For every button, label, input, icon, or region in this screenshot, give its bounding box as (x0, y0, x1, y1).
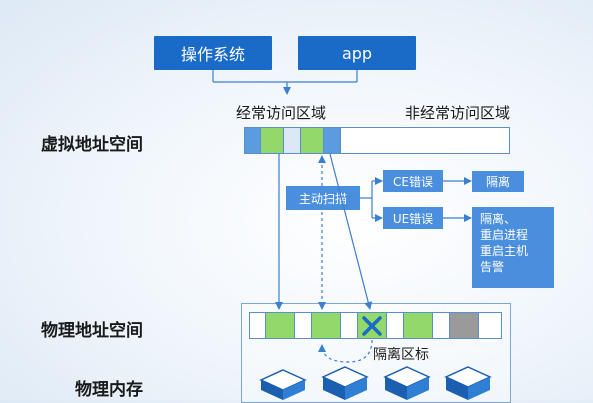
app-box: app (298, 36, 416, 70)
ce-error-label: CE错误 (393, 174, 433, 189)
physical-cell (311, 312, 341, 339)
ue-error-box: UE错误 (383, 207, 443, 229)
physical-cell (403, 312, 433, 339)
ue-action-line: 重启进程 (480, 228, 529, 242)
physical-memory-label: 物理内存 (75, 380, 143, 400)
ue-action-line: 告警 (480, 260, 505, 274)
isolation-return-arrow (318, 339, 373, 363)
memory-chip-icon (259, 369, 307, 400)
os-box: 操作系统 (154, 36, 272, 70)
virtual-space-label: 虚拟地址空间 (41, 135, 143, 155)
top-bracket (212, 70, 358, 95)
ue-action-box: 隔离、 重启进程 重启主机 告警 (472, 207, 554, 288)
memory-chip-icon (444, 366, 492, 400)
physical-cell (265, 312, 295, 339)
frequent-region-label: 经常访问区域 (236, 104, 327, 122)
virtual-cell (340, 127, 510, 154)
physical-space-label: 物理地址空间 (41, 321, 143, 341)
cross-icon (362, 316, 382, 336)
memory-chip-icon (383, 366, 431, 400)
memory-chip-icon (321, 366, 369, 400)
virtual-cell (300, 127, 324, 154)
scan-arrow (329, 153, 373, 310)
ue-action-line: 隔离、 (480, 212, 517, 226)
infrequent-region-label: 非经常访问区域 (405, 104, 511, 122)
ce-action-label: 隔离 (485, 175, 510, 189)
os-label: 操作系统 (180, 45, 245, 64)
ue-action-line: 重启主机 (480, 244, 529, 258)
physical-cell (478, 312, 502, 339)
active-scan-box: 主动扫描 (286, 186, 360, 210)
active-scan-label: 主动扫描 (298, 191, 347, 206)
app-label: app (341, 43, 373, 63)
isolation-mark-label: 隔离区标 (373, 347, 429, 363)
ue-error-label: UE错误 (392, 211, 434, 226)
ce-action-box: 隔离 (472, 171, 524, 192)
branch-lines (360, 177, 472, 222)
ce-error-box: CE错误 (383, 170, 443, 192)
